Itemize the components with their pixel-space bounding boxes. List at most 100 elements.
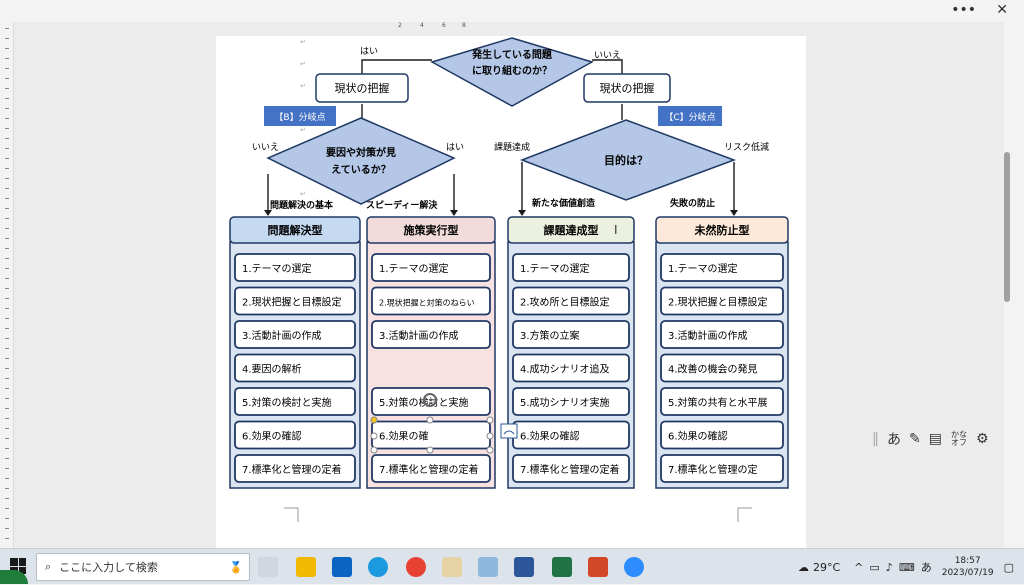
decision-diamond-purpose — [519, 119, 737, 201]
system-tray: ☁ 29°C ^ ▭ ♪ ⌨ あ 18:57 2023/07/19 ▢ — [798, 549, 1024, 585]
step-label: 5.成功シナリオ実施 — [520, 396, 610, 409]
mail-icon[interactable] — [332, 557, 352, 577]
search-placeholder: ここに入力して検索 — [59, 561, 158, 574]
taskbar: ⌕ ここに入力して検索 🏅 ☁ 29°C ^ ▭ ♪ ⌨ あ 18:57 202… — [0, 548, 1024, 584]
step-box[interactable] — [234, 253, 356, 282]
weather-icon[interactable]: ☁ — [797, 560, 809, 574]
step-label: 7.標準化と管理の定 — [668, 463, 758, 476]
step-box[interactable] — [234, 320, 356, 349]
purpose-left-label: 課題達成 — [494, 141, 530, 153]
more-options-icon[interactable]: ••• — [951, 2, 976, 18]
step-box[interactable] — [660, 353, 784, 383]
route-label-speedy: スピーディー解決 — [366, 199, 438, 211]
notification-icon[interactable]: ▢ — [1003, 560, 1014, 574]
gear-icon[interactable]: ⚙ — [975, 431, 989, 447]
step-label: 3.活動計画の作成 — [242, 329, 322, 342]
mid-question-line2: えているか？ — [331, 164, 391, 176]
step-box[interactable] — [371, 286, 491, 316]
step-label: 1.テーマの選定 — [379, 262, 449, 275]
step-box[interactable] — [512, 253, 630, 282]
step-box[interactable] — [371, 253, 491, 282]
step-label: 5.対策の共有と水平展 — [668, 396, 768, 409]
keyboard-icon[interactable]: ⌨ — [898, 560, 915, 574]
powerpoint-icon[interactable] — [588, 557, 608, 577]
scrollbar-thumb[interactable] — [1004, 152, 1010, 302]
branch-c-box — [658, 106, 722, 126]
no-label-top: いいえ — [594, 50, 621, 61]
temperature[interactable]: 29°C — [812, 560, 841, 574]
app-icon[interactable] — [478, 557, 498, 577]
route-label-new-value: 新たな価値創造 — [532, 197, 596, 209]
svg-text:↵: ↵ — [300, 38, 306, 46]
column-title: 問題解決型 — [268, 223, 323, 237]
step-box[interactable] — [660, 454, 784, 483]
step-box[interactable] — [512, 320, 630, 349]
ime-indicator[interactable]: あ — [920, 561, 932, 574]
ruler-tick: 8 — [462, 22, 466, 29]
ime-toolbar: ‖ あ ✎ ▤ かなオフ ⚙ — [872, 430, 989, 449]
step-box[interactable] — [660, 420, 784, 450]
step-box[interactable] — [512, 353, 630, 383]
clock-time: 18:57 — [954, 556, 981, 566]
step-label: 6.効果の確認 — [242, 430, 302, 443]
step-box[interactable] — [512, 286, 630, 316]
clock-date: 2023/07/19 — [941, 568, 994, 578]
teams-icon[interactable] — [442, 557, 462, 577]
clock[interactable]: 18:57 2023/07/19 — [942, 555, 994, 579]
edge-icon[interactable] — [368, 557, 388, 577]
chrome-icon[interactable] — [406, 557, 426, 577]
volume-icon[interactable]: ♪ — [885, 560, 893, 574]
word-icon[interactable] — [514, 557, 534, 577]
step-label: 3.方策の立案 — [520, 329, 580, 342]
search-highlight-icon: 🏅 — [229, 560, 243, 574]
step-box[interactable] — [234, 420, 356, 450]
zoom-icon[interactable] — [624, 557, 644, 577]
step-box[interactable] — [660, 320, 784, 349]
step-box[interactable] — [371, 387, 491, 416]
vertical-scrollbar[interactable] — [1002, 22, 1012, 548]
step-label: 3.活動計画の作成 — [379, 329, 459, 342]
step-box[interactable] — [371, 320, 491, 349]
step-box[interactable] — [660, 286, 784, 316]
step-box[interactable] — [234, 286, 356, 316]
file-explorer-icon[interactable] — [296, 557, 316, 577]
dictionary-icon[interactable]: ▤ — [928, 431, 942, 447]
step-box[interactable] — [512, 387, 630, 416]
step-box[interactable] — [234, 454, 356, 483]
excel-icon[interactable] — [552, 557, 572, 577]
step-label: 6.効果の確認 — [520, 430, 580, 443]
step-box[interactable] — [660, 387, 784, 416]
step-label: 7.標準化と管理の定着 — [242, 463, 342, 476]
step-label: 1.テーマの選定 — [668, 262, 738, 275]
svg-text:↵: ↵ — [300, 60, 306, 68]
task-view-icon[interactable] — [258, 557, 278, 577]
step-label: 1.テーマの選定 — [520, 262, 590, 275]
purpose-right-label: リスク低減 — [724, 141, 769, 153]
document-page[interactable]: ↵↵↵ ↵↵↵ ↵↵ 発生している問題 に取り組むのか？ はい いいえ — [216, 36, 806, 548]
column-header — [507, 216, 635, 244]
mid-question-line1: 要因や対策が見 — [326, 146, 396, 159]
svg-text:↵: ↵ — [300, 82, 306, 90]
text-cursor-icon: I — [614, 223, 618, 237]
chevron-up-icon[interactable]: ^ — [854, 560, 864, 574]
route-label-prevent: 失敗の防止 — [670, 197, 715, 209]
grasp-label-left: 現状の把握 — [335, 81, 390, 95]
network-icon[interactable]: ▭ — [869, 560, 880, 574]
step-box[interactable] — [660, 253, 784, 282]
step-label: 5.対策の検討と実施 — [242, 396, 332, 409]
step-label: 3.活動計画の作成 — [668, 329, 748, 342]
step-label: 4.成功シナリオ追及 — [520, 363, 610, 376]
window-titlebar: ••• ✕ — [0, 0, 1024, 22]
rotate-handle-icon[interactable] — [423, 393, 437, 407]
ime-mode-icon[interactable]: あ — [887, 432, 901, 448]
column-title: 課題達成型 — [544, 223, 599, 237]
handwriting-icon[interactable]: ✎ — [909, 431, 921, 447]
step-box[interactable] — [234, 353, 356, 383]
kana-toggle[interactable]: かなオフ — [950, 430, 967, 447]
close-icon[interactable]: ✕ — [996, 2, 1008, 18]
step-box[interactable] — [512, 454, 630, 483]
branch-b-box — [264, 106, 336, 126]
step-box[interactable] — [234, 387, 356, 416]
taskbar-search[interactable]: ⌕ ここに入力して検索 🏅 — [36, 553, 250, 581]
step-box[interactable] — [371, 454, 491, 483]
